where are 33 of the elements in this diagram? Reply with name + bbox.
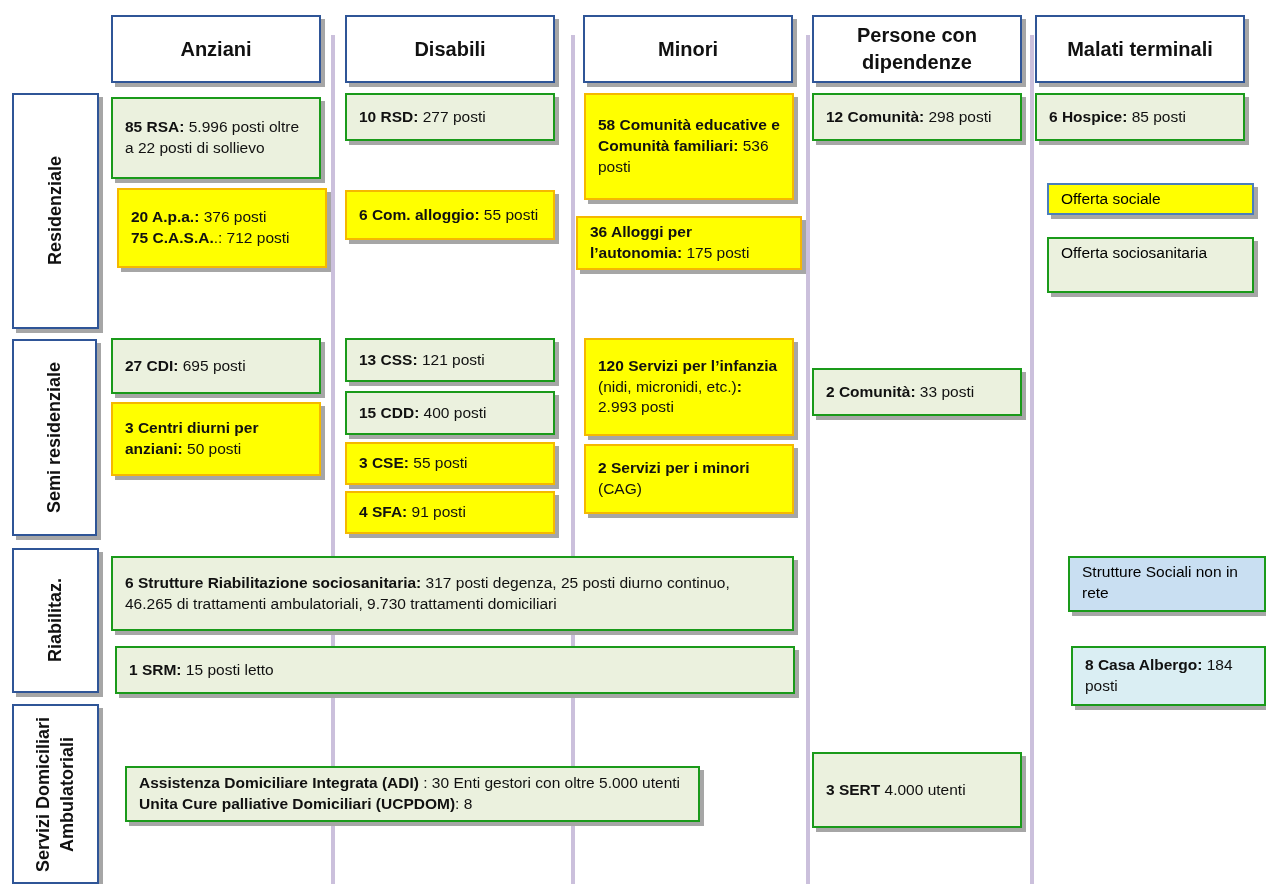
box-text: 8 Casa Albergo: 184 posti [1085,655,1234,696]
box-text: 27 CDI: 695 posti [125,355,247,376]
box-text: 2 Servizi per i minori (CAG) [598,458,751,499]
box-text: 6 Com. alloggio: 55 posti [359,204,540,225]
box-text: 20 A.p.a.: 376 posti [131,207,268,228]
box-text: 85 RSA: 5.996 posti oltre a 22 posti di sollievo [125,117,301,158]
box-text: 12 Comunità: 298 posti [826,106,993,127]
column-title: Disabili [414,36,486,62]
box-text: 15 CDD: 400 posti [359,402,488,423]
box-text: 3 Centri diurni per anziani: 50 posti [125,418,260,459]
row-title: Servizi Domiciliari Ambulatoriali [32,715,79,874]
box-text: 36 Alloggi per l’autonomia: 175 posti [590,222,751,263]
box-text: 58 Comunità educative e Comunità familiari: 536 posti [598,115,780,177]
box-text: 75 C.A.S.A..: 712 posti [131,228,291,248]
column-title: Persone con dipendenze [855,23,978,75]
box-text: 2 Comunità: 33 posti [826,381,976,402]
box-text: Assistenza Domiciliare Integrata (ADI) : 30 Enti gestori con oltre 5.000 utenti [139,773,682,794]
row-title: Residenziale [44,156,67,266]
box-text: 1 SRM: 15 posti letto [129,659,275,680]
column-title: Minori [658,36,718,62]
box-text: Unita Cure palliative Domiciliari (UCPDOM): 8 [139,794,474,814]
box-text: 4 SFA: 91 posti [359,502,467,523]
box-text: 3 SERT 4.000 utenti [826,779,967,800]
row-title: Semi residenziale [43,361,66,514]
column-title: Malati terminali [1067,36,1213,62]
box-text: 6 Hospice: 85 posti [1049,106,1187,127]
box-text: 13 CSS: 121 posti [359,349,486,370]
box-text: 6 Strutture Riabilitazione sociosanitaria: 317 posti degenza, 25 posti diurno continuo, 46.265 di trattamenti ambulatoriali, 9.730 trattamenti domiciliari [125,572,731,614]
box-text: 3 CSE: 55 posti [359,453,469,474]
row-title: Riabilitaz. [44,578,67,663]
box-text: 10 RSD: 277 posti [359,106,487,127]
column-title: Anziani [180,36,252,62]
box-text: 120 Servizi per l’infanzia (nidi, micronidi, etc.): 2.993 posti [598,355,779,418]
